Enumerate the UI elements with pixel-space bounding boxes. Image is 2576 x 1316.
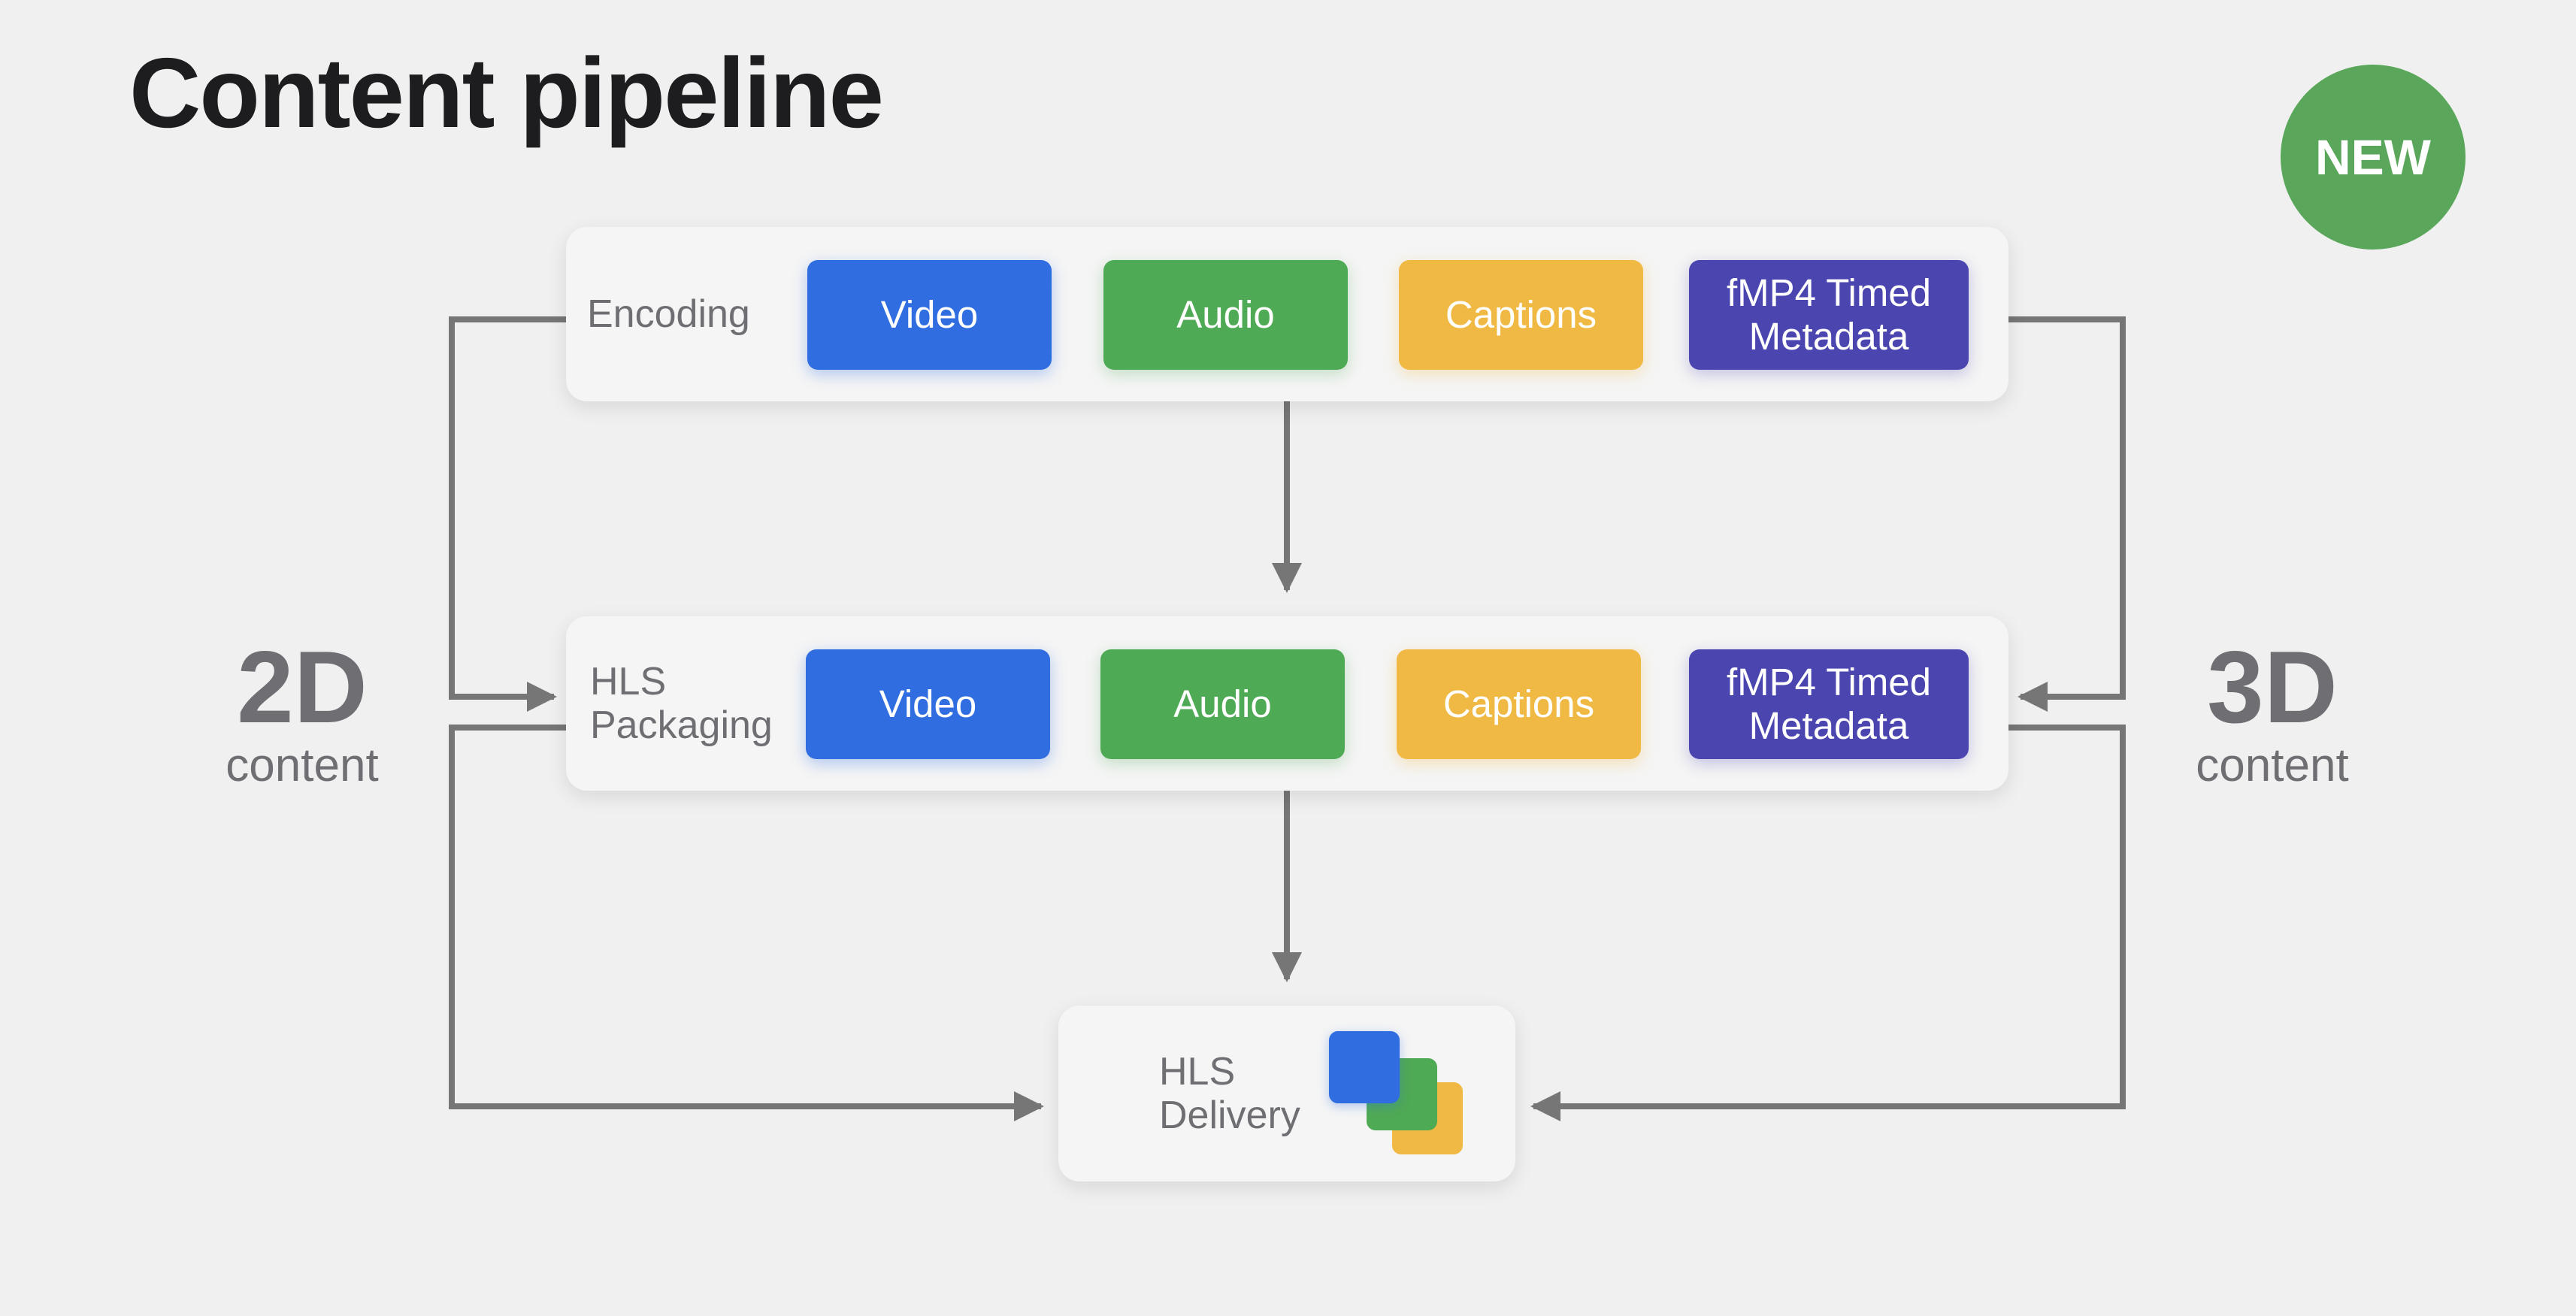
arrow-2d-packaging-to-delivery <box>449 725 1044 1121</box>
packaging-audio-block: Audio <box>1100 649 1345 759</box>
stage-hls-delivery: HLS Delivery <box>1058 1006 1515 1181</box>
packaging-video-block: Video <box>806 649 1050 759</box>
stage-delivery-label: HLS Delivery <box>1159 1050 1300 1137</box>
packaging-metadata-block: fMP4 Timed Metadata <box>1689 649 1969 759</box>
stage-packaging-label: HLS Packaging <box>590 660 773 747</box>
encoding-audio-block: Audio <box>1103 260 1348 370</box>
arrow-3d-encoding-to-packaging <box>2008 316 2126 712</box>
stacked-video-square <box>1329 1031 1400 1103</box>
packaging-captions-block: Captions <box>1397 649 1641 759</box>
encoding-video-block: Video <box>807 260 1052 370</box>
caption-3d-sublabel: content <box>2196 740 2349 791</box>
encoding-metadata-block: fMP4 Timed Metadata <box>1689 260 1969 370</box>
caption-2d-sublabel: content <box>226 740 379 791</box>
caption-3d-content: 3D content <box>2152 634 2393 792</box>
arrow-2d-encoding-to-packaging <box>449 316 566 712</box>
arrow-3d-packaging-to-delivery <box>1530 725 2126 1121</box>
stage-encoding: Encoding Video Audio Captions fMP4 Timed… <box>566 227 2008 401</box>
stage-hls-packaging: HLS Packaging Video Audio Captions fMP4 … <box>566 616 2008 791</box>
new-badge: NEW <box>2281 65 2466 250</box>
caption-2d-label: 2D <box>237 630 368 744</box>
page-title: Content pipeline <box>129 38 884 148</box>
caption-2d-content: 2D content <box>182 634 422 792</box>
stage-encoding-label: Encoding <box>587 292 750 336</box>
encoding-captions-block: Captions <box>1399 260 1643 370</box>
caption-3d-label: 3D <box>2207 630 2338 744</box>
